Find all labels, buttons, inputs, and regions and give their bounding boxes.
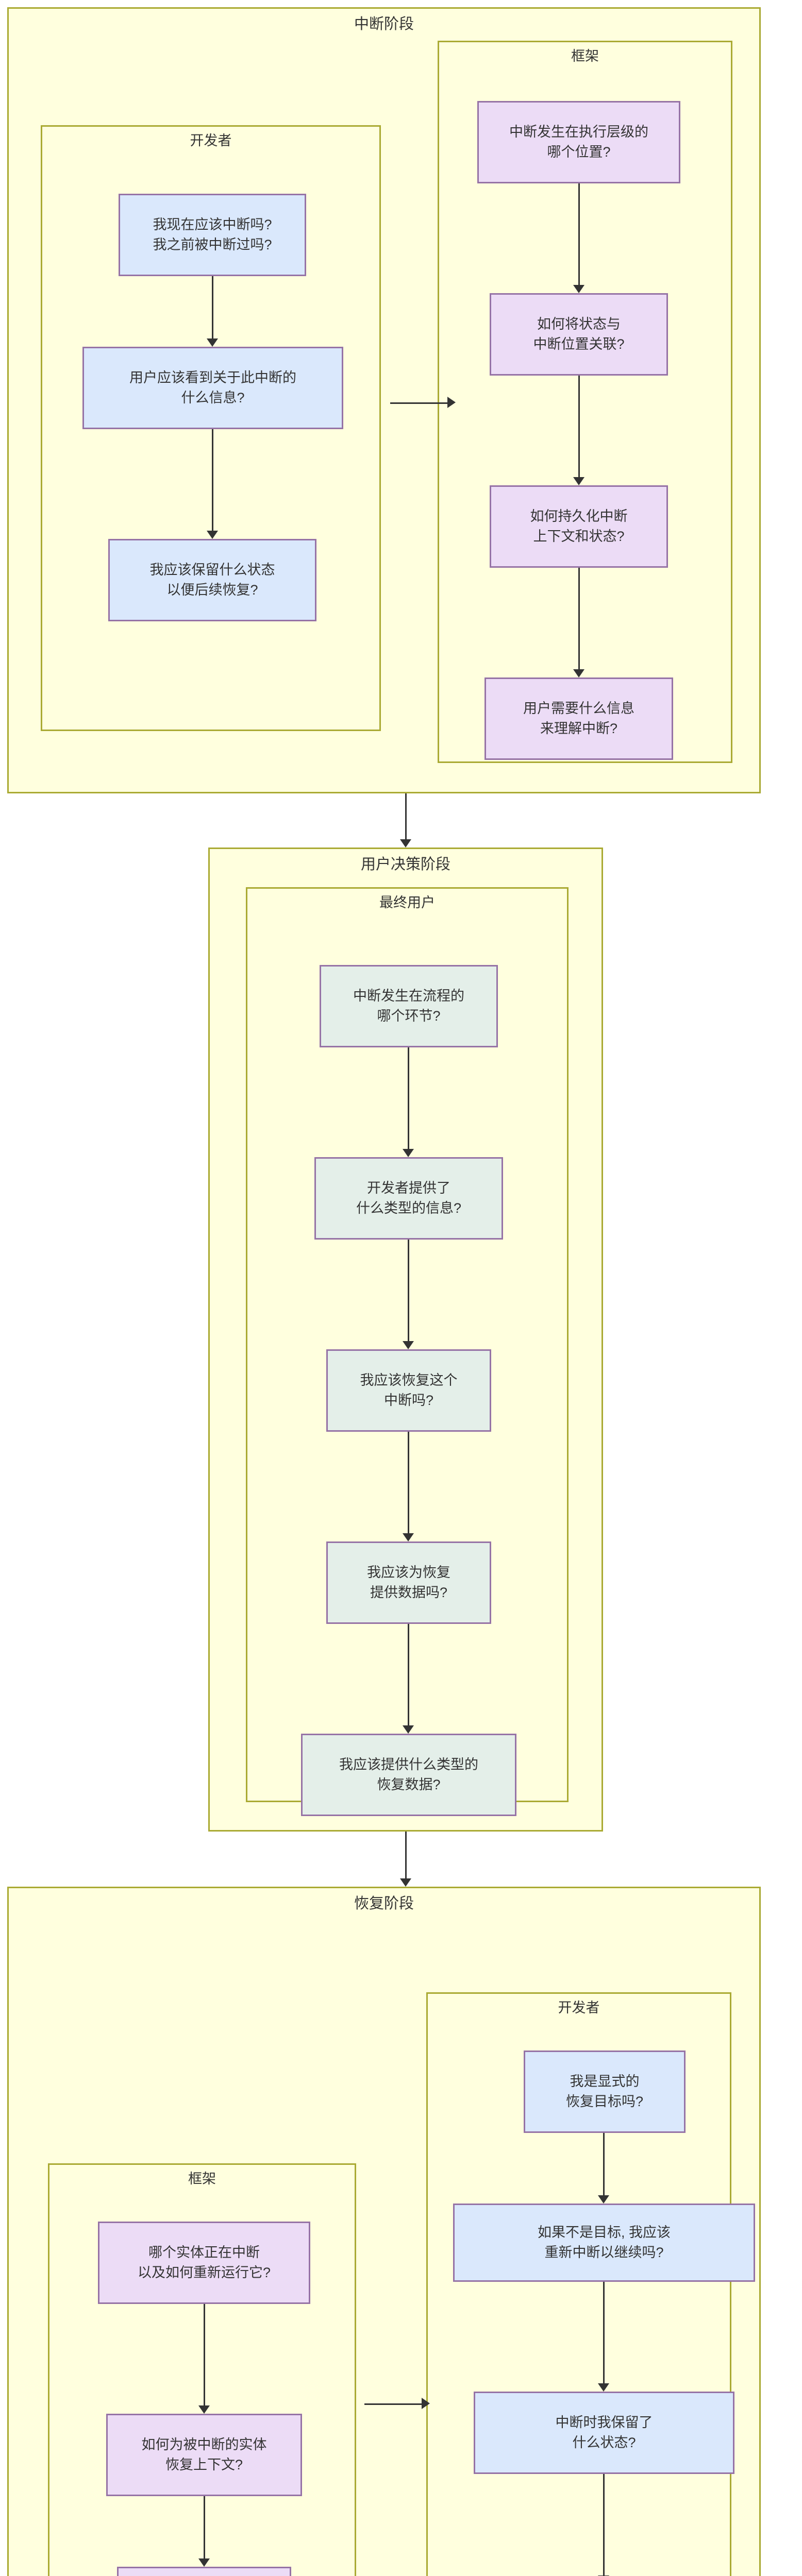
node-p3f1[interactable]: 哪个实体正在中断 以及如何重新运行它? — [98, 2222, 310, 2304]
node-p2u4[interactable]: 我应该为恢复 提供数据吗? — [326, 1541, 491, 1624]
node-p1f2[interactable]: 如何将状态与 中断位置关联? — [490, 293, 668, 376]
arrowhead — [403, 1725, 414, 1734]
arrowhead — [400, 1878, 411, 1887]
edge-p3d2-p3d3 — [603, 2282, 605, 2388]
lane-title: 开发者 — [190, 133, 232, 148]
node-p2u2[interactable]: 开发者提供了 什么类型的信息? — [314, 1157, 503, 1240]
edge-p2u3-p2u4 — [408, 1432, 409, 1538]
arrowhead — [198, 2558, 210, 2567]
phase-interruption: 中断阶段 开发者 我现在应该中断吗? 我之前被中断过吗? 用户应该看到关于此中断… — [7, 7, 761, 793]
lane-developer-phase3: 开发者 我是显式的 恢复目标吗? 如果不是目标, 我应该 重新中断以继续吗? 中… — [426, 1992, 755, 2576]
edge-p1f1-p1f2 — [578, 183, 580, 290]
node-p3f3[interactable]: 如何将用户数据 路由到中断实体? — [117, 2567, 291, 2576]
arrowhead — [403, 1341, 414, 1349]
edge-p1d2-p1d3 — [212, 429, 213, 535]
edge-p2u2-p2u3 — [408, 1240, 409, 1346]
node-p3f2[interactable]: 如何为被中断的实体 恢复上下文? — [106, 2414, 302, 2496]
node-p1f3[interactable]: 如何持久化中断 上下文和状态? — [490, 485, 668, 568]
node-p3d1[interactable]: 我是显式的 恢复目标吗? — [524, 2050, 686, 2133]
arrowhead — [573, 285, 584, 293]
node-p3d3[interactable]: 中断时我保留了 什么状态? — [474, 2392, 734, 2474]
edge-developer-to-framework — [390, 402, 448, 404]
lane-framework-phase1: 框架 中断发生在执行层级的 哪个位置? 如何将状态与 中断位置关联? 如何持久化… — [438, 41, 732, 763]
phase-user-decision: 用户决策阶段 最终用户 中断发生在流程的 哪个环节? 开发者提供了 什么类型的信… — [208, 848, 603, 1832]
lane-title: 最终用户 — [379, 895, 435, 910]
node-p3d2[interactable]: 如果不是目标, 我应该 重新中断以继续吗? — [453, 2204, 755, 2282]
edge-p3f1-p3f2 — [204, 2304, 205, 2410]
edge-p3f2-p3f3 — [204, 2496, 205, 2563]
arrowhead — [598, 2195, 609, 2204]
node-p1f4[interactable]: 用户需要什么信息 来理解中断? — [484, 677, 673, 760]
edge-phase2-phase3 — [405, 1832, 407, 1883]
node-p2u5[interactable]: 我应该提供什么类型的 恢复数据? — [301, 1734, 516, 1816]
lane-developer-phase1: 开发者 我现在应该中断吗? 我之前被中断过吗? 用户应该看到关于此中断的 什么信… — [41, 125, 381, 731]
node-p1f1[interactable]: 中断发生在执行层级的 哪个位置? — [477, 101, 680, 183]
lane-title: 框架 — [571, 48, 599, 64]
node-p1d2[interactable]: 用户应该看到关于此中断的 什么信息? — [82, 347, 343, 429]
edge-p1f3-p1f4 — [578, 568, 580, 674]
arrowhead — [447, 397, 456, 408]
lane-title: 框架 — [188, 2171, 216, 2187]
arrowhead — [422, 2398, 430, 2409]
arrowhead — [198, 2405, 210, 2414]
phase-recovery: 恢复阶段 框架 哪个实体正在中断 以及如何重新运行它? 如何为被中断的实体 恢复… — [7, 1887, 761, 2576]
arrowhead — [403, 1533, 414, 1541]
node-p1d3[interactable]: 我应该保留什么状态 以便后续恢复? — [108, 539, 316, 621]
lane-framework-phase3: 框架 哪个实体正在中断 以及如何重新运行它? 如何为被中断的实体 恢复上下文? … — [48, 2163, 356, 2576]
edge-p1d1-p1d2 — [212, 276, 213, 343]
node-p2u1[interactable]: 中断发生在流程的 哪个环节? — [320, 965, 498, 1047]
edge-p3d1-p3d2 — [603, 2133, 605, 2200]
node-p2u3[interactable]: 我应该恢复这个 中断吗? — [326, 1349, 491, 1432]
arrowhead — [400, 839, 411, 848]
arrowhead — [403, 1149, 414, 1157]
edge-p2u1-p2u2 — [408, 1047, 409, 1154]
lane-enduser-phase2: 最终用户 中断发生在流程的 哪个环节? 开发者提供了 什么类型的信息? 我应该恢… — [246, 887, 569, 1816]
phase-title: 中断阶段 — [354, 16, 414, 32]
edge-framework-to-developer — [364, 2403, 422, 2405]
lane-title: 开发者 — [558, 2000, 600, 2015]
phase-title: 用户决策阶段 — [360, 856, 450, 873]
arrowhead — [573, 477, 584, 485]
edge-p2u4-p2u5 — [408, 1624, 409, 1730]
phase-title: 恢复阶段 — [354, 1895, 414, 1912]
node-p1d1[interactable]: 我现在应该中断吗? 我之前被中断过吗? — [119, 194, 306, 276]
edge-p3d3-p3d4 — [603, 2474, 605, 2576]
arrowhead — [573, 669, 584, 677]
arrowhead — [207, 531, 218, 539]
arrowhead — [598, 2383, 609, 2392]
edge-p1f2-p1f3 — [578, 376, 580, 482]
arrowhead — [207, 338, 218, 347]
edge-phase1-phase2 — [405, 793, 407, 844]
